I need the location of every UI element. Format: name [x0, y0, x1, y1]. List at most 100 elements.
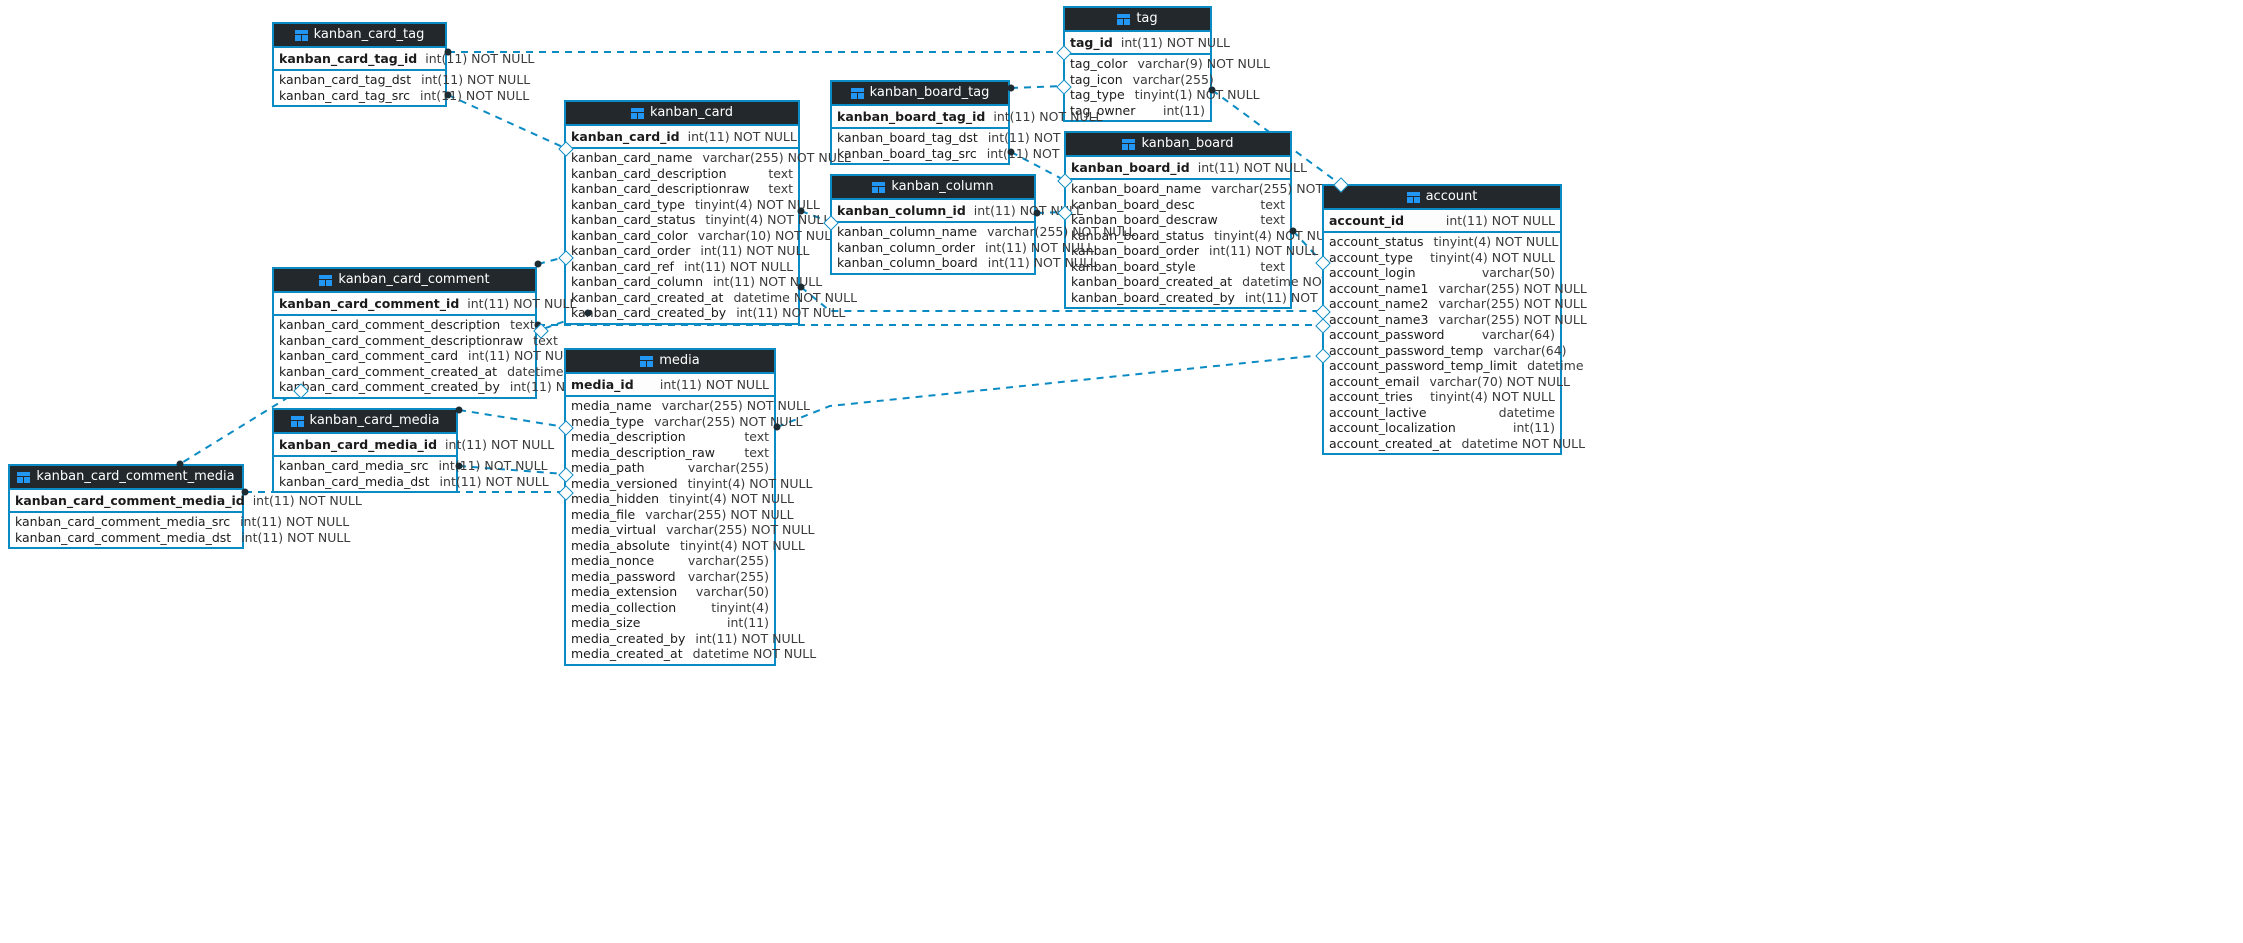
entity-header[interactable]: kanban_board: [1066, 133, 1290, 157]
entity-header[interactable]: account: [1324, 186, 1560, 210]
entity-header[interactable]: media: [566, 350, 774, 374]
entity-header[interactable]: kanban_card_media: [274, 410, 456, 434]
entity-header[interactable]: tag: [1065, 8, 1210, 32]
entity-header[interactable]: kanban_card_comment: [274, 269, 535, 293]
entity-header[interactable]: kanban_column: [832, 176, 1034, 200]
entity-header[interactable]: kanban_card: [566, 102, 798, 126]
entity-header[interactable]: kanban_card_comment_media: [10, 466, 242, 490]
entity-header[interactable]: kanban_card_tag: [274, 24, 445, 48]
entity-header[interactable]: kanban_board_tag: [832, 82, 1008, 106]
